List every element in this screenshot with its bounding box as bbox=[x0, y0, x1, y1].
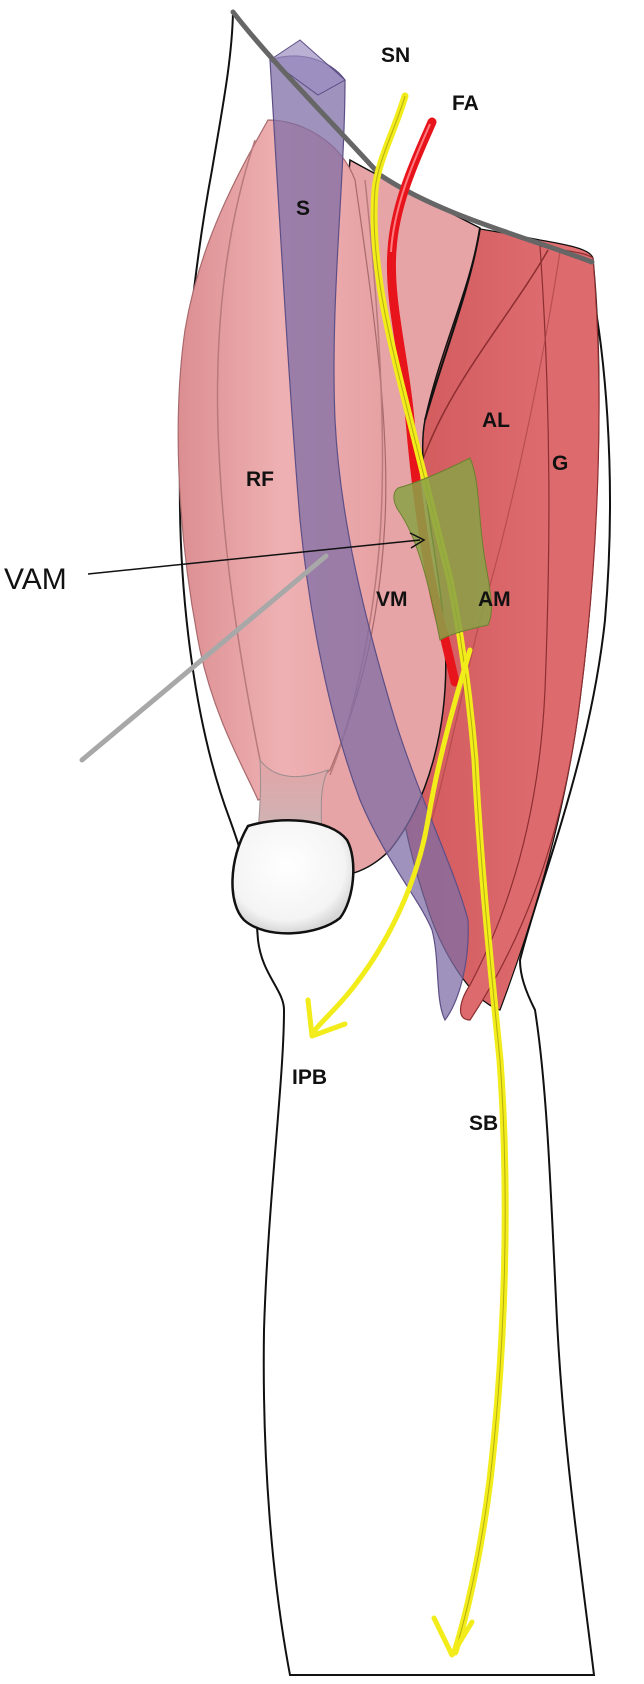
infrapatellar-branch bbox=[312, 647, 473, 1033]
label-g: G bbox=[552, 452, 568, 475]
label-vm: VM bbox=[376, 588, 408, 611]
block-area bbox=[393, 457, 492, 641]
sb-arrowhead bbox=[431, 1615, 475, 1658]
label-s: S bbox=[296, 197, 310, 220]
rf-inner-line bbox=[216, 139, 261, 761]
vm-upper-boundary bbox=[424, 227, 481, 421]
vam-pointer-arrowhead bbox=[409, 532, 426, 549]
needle bbox=[79, 553, 329, 763]
sartorius-top bbox=[269, 39, 346, 96]
label-vam: VAM bbox=[4, 563, 67, 596]
ipb-arrowhead bbox=[305, 997, 348, 1039]
femoral-artery-highlight bbox=[390, 123, 431, 253]
label-sn: SN bbox=[381, 44, 410, 67]
label-rf: RF bbox=[246, 468, 274, 491]
patella bbox=[231, 818, 355, 935]
vam-pointer-line bbox=[87, 539, 421, 575]
label-ipb: IPB bbox=[292, 1066, 327, 1089]
label-al: AL bbox=[482, 409, 510, 432]
sartorius-muscle bbox=[269, 55, 469, 1022]
label-sb: SB bbox=[469, 1112, 498, 1135]
label-fa: FA bbox=[452, 92, 479, 115]
saphenous-nerve-edge bbox=[373, 95, 506, 1653]
label-am: AM bbox=[478, 588, 511, 611]
gracilis-muscle bbox=[460, 245, 600, 1021]
